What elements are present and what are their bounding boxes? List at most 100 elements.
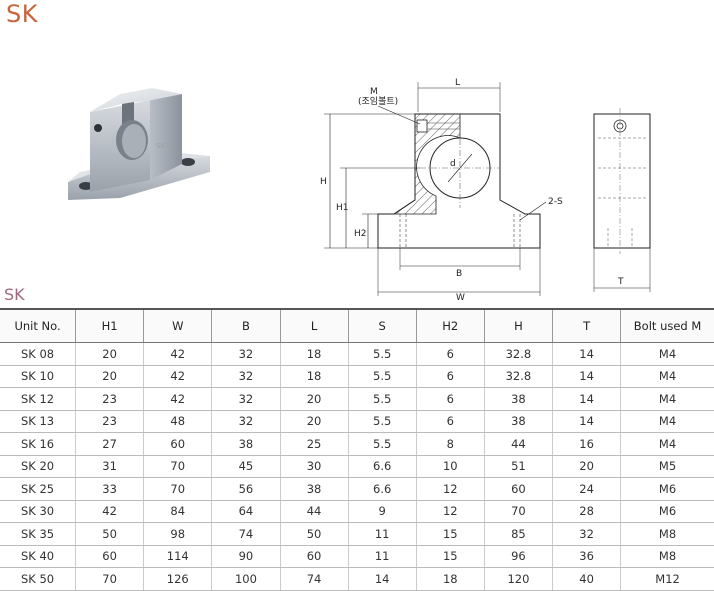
- table-cell: M12: [620, 567, 714, 591]
- table-cell: SK 12: [0, 387, 76, 411]
- table-cell: M4: [620, 342, 714, 366]
- table-cell: 74: [211, 522, 281, 546]
- table-cell: 44: [279, 500, 349, 523]
- table-cell: 5.5: [347, 387, 417, 411]
- table-cell: 56: [211, 477, 281, 501]
- table-cell: 15: [415, 545, 485, 568]
- table-cell: 18: [279, 365, 349, 388]
- table-cell: 18: [415, 567, 485, 591]
- col-t: T: [552, 308, 621, 343]
- table-cell: 32: [211, 410, 281, 433]
- table-cell: 14: [347, 567, 417, 591]
- table-cell: M5: [620, 455, 714, 478]
- table-cell: 9: [347, 500, 417, 523]
- table-cell: 6: [415, 410, 485, 433]
- page-title: SK: [6, 0, 38, 28]
- table-cell: 44: [483, 432, 553, 456]
- table-cell: 60: [279, 545, 349, 568]
- table-cell: SK 20: [0, 455, 76, 478]
- label-d: d: [450, 159, 456, 169]
- table-cell: 30: [279, 455, 349, 478]
- table-cell: 11: [347, 545, 417, 568]
- table-cell: 32.8: [483, 365, 553, 388]
- table-cell: M4: [620, 410, 714, 433]
- col-unit-no: Unit No.: [0, 308, 76, 343]
- table-cell: M4: [620, 387, 714, 411]
- table-cell: 16: [552, 432, 621, 456]
- table-cell: 20: [552, 455, 621, 478]
- table-cell: M8: [620, 522, 714, 546]
- table-cell: 5.5: [347, 365, 417, 388]
- table-cell: SK 35: [0, 522, 76, 546]
- table-cell: 5.5: [347, 410, 417, 433]
- label-m-sub: (조임볼트): [358, 95, 398, 107]
- col-s: S: [347, 308, 417, 343]
- table-cell: 14: [552, 387, 621, 411]
- table-cell: 32.8: [483, 342, 553, 366]
- col-b: B: [211, 308, 281, 343]
- table-cell: 126: [143, 567, 212, 591]
- table-cell: 12: [415, 500, 485, 523]
- table-cell: 20: [75, 365, 144, 388]
- spec-table: Unit No. H1 W B L S H2 H T Bolt used M S…: [0, 308, 714, 591]
- col-w: W: [143, 308, 212, 343]
- table-cell: 114: [143, 545, 212, 568]
- table-cell: SK 16: [0, 432, 76, 456]
- table-cell: 50: [279, 522, 349, 546]
- table-cell: 8: [415, 432, 485, 456]
- table-cell: 60: [75, 545, 144, 568]
- table-cell: 27: [75, 432, 144, 456]
- label-b: B: [456, 269, 462, 279]
- table-cell: 6: [415, 365, 485, 388]
- table-cell: 20: [279, 410, 349, 433]
- table-header-row: Unit No. H1 W B L S H2 H T Bolt used M: [0, 308, 714, 343]
- col-bolt-used: Bolt used M: [620, 308, 714, 343]
- col-h1: H1: [75, 308, 144, 343]
- table-cell: SK 08: [0, 342, 76, 366]
- table-cell: 28: [552, 500, 621, 523]
- table-cell: 32: [211, 342, 281, 366]
- table-cell: 42: [143, 365, 212, 388]
- table-cell: 42: [143, 387, 212, 411]
- table-cell: M8: [620, 545, 714, 568]
- product-photo: SK: [68, 88, 210, 200]
- table-cell: 98: [143, 522, 212, 546]
- table-cell: SK 25: [0, 477, 76, 501]
- table-cell: 20: [279, 387, 349, 411]
- table-cell: 6.6: [347, 477, 417, 501]
- table-caption: SK: [4, 285, 25, 304]
- table-cell: 36: [552, 545, 621, 568]
- table-cell: M4: [620, 432, 714, 456]
- table-cell: SK 40: [0, 545, 76, 568]
- label-h: H: [320, 177, 327, 187]
- table-cell: M6: [620, 477, 714, 501]
- table-cell: 5.5: [347, 342, 417, 366]
- table-cell: 5.5: [347, 432, 417, 456]
- table-cell: 14: [552, 365, 621, 388]
- table-cell: 45: [211, 455, 281, 478]
- table-cell: 48: [143, 410, 212, 433]
- table-cell: 11: [347, 522, 417, 546]
- table-cell: M4: [620, 365, 714, 388]
- table-cell: 38: [211, 432, 281, 456]
- table-cell: 38: [279, 477, 349, 501]
- table-cell: 32: [552, 522, 621, 546]
- table-cell: SK 50: [0, 567, 76, 591]
- svg-text:SK: SK: [156, 142, 165, 150]
- table-cell: 12: [415, 477, 485, 501]
- table-cell: 32: [211, 365, 281, 388]
- table-cell: 18: [279, 342, 349, 366]
- label-t: T: [617, 277, 624, 287]
- table-cell: 70: [483, 500, 553, 523]
- table-cell: SK 10: [0, 365, 76, 388]
- col-h: H: [483, 308, 553, 343]
- table-cell: 64: [211, 500, 281, 523]
- table-cell: 90: [211, 545, 281, 568]
